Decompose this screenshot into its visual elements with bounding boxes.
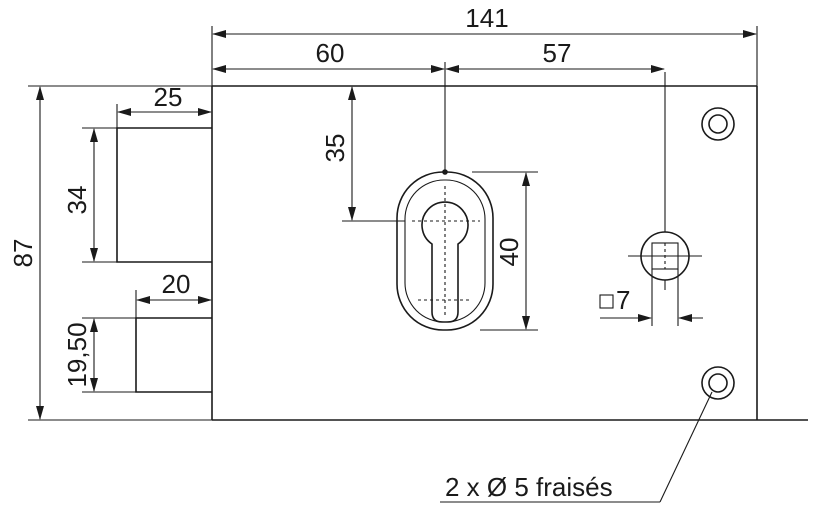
- label-spindle-square: 7: [616, 285, 630, 315]
- label-latch-projection: 20: [162, 269, 191, 299]
- holes-leader-line: [440, 391, 713, 503]
- dim-cylinder-offset: [342, 86, 405, 222]
- label-cylinder-height: 40: [494, 238, 524, 267]
- label-cylinder-offset: 35: [320, 134, 350, 163]
- label-overall-width: 141: [465, 3, 508, 33]
- dim-cylinder-height: [472, 171, 538, 331]
- dim-deadbolt-projection: [116, 104, 212, 128]
- dim-deadbolt-height: [82, 127, 117, 263]
- spindle-hole: [628, 72, 702, 290]
- dim-left-to-cylinder: [212, 62, 446, 172]
- label-deadbolt-projection: 25: [154, 82, 183, 112]
- label-overall-height: 87: [8, 239, 38, 268]
- mounting-hole-top: [701, 107, 735, 141]
- cylinder-cutout: [396, 169, 494, 331]
- label-cylinder-to-spindle: 57: [543, 38, 572, 68]
- label-mounting-holes: 2 x Ø 5 fraisés: [445, 472, 613, 502]
- dim-overall-width: [211, 26, 758, 86]
- dim-overall-height: [28, 85, 212, 421]
- label-latch-height: 19,50: [62, 322, 92, 387]
- deadbolt: [116, 127, 212, 263]
- latch-bolt: [135, 317, 212, 393]
- label-deadbolt-height: 34: [62, 186, 92, 215]
- label-left-to-cylinder: 60: [316, 38, 345, 68]
- dim-latch-height: [82, 317, 136, 393]
- mounting-hole-bottom: [701, 366, 735, 400]
- lock-body: [211, 85, 808, 421]
- dim-spindle-square: [599, 269, 703, 326]
- dim-latch-projection: [135, 290, 212, 318]
